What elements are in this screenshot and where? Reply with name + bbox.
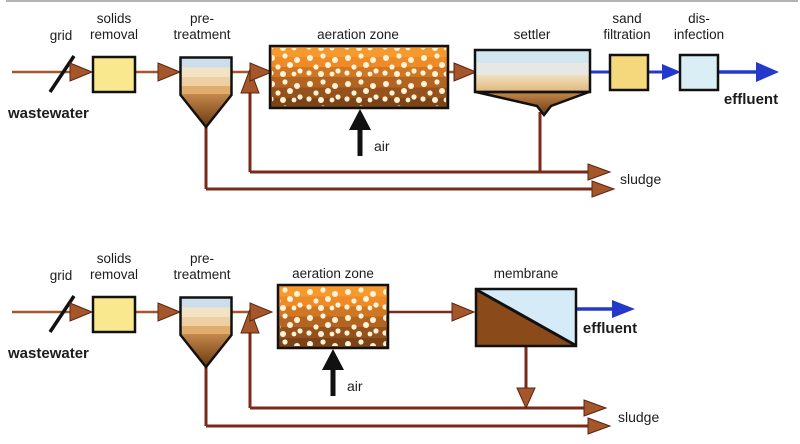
settler-tank [473,48,592,118]
pretreatment-label: treatment [173,267,230,282]
top-diagram: grid solids removal pre- treatment aerat… [7,11,779,198]
tank-layer [181,67,231,77]
effluent-label: effluent [724,91,778,108]
solids-removal-box [91,55,137,94]
membrane-outline [474,287,578,348]
tank-layer [476,51,589,63]
sand-filtration-label: sand [612,11,641,26]
grid-slash-symbol [48,55,76,93]
flow-arrowhead [249,62,274,82]
tank-layer [181,317,231,326]
sand-filtration-box [608,53,650,92]
flow-arrowhead [157,302,182,322]
tank-layer [181,307,231,317]
effluent-label: effluent [583,320,637,337]
tank-layer [181,326,231,335]
settler-label: settler [514,27,551,42]
flow-arrowhead [69,302,94,322]
flow-arrowhead [249,302,274,322]
pretreatment-label: pre- [190,251,214,266]
tank-layer [181,298,231,308]
pretreatment-label: treatment [173,27,230,42]
flow-arrowhead [453,62,478,82]
membrane-unit [474,287,578,348]
air-label: air [374,138,390,154]
sludge-label: sludge [620,171,661,187]
sludge-arrowhead [587,163,612,181]
bottom-diagram: grid solids removal pre- treatment aerat… [7,251,659,435]
aeration-bubbles [272,48,446,106]
wastewater-label: wastewater [7,105,89,122]
grid-label: grid [50,268,73,283]
aeration-tank [276,283,390,350]
flow-arrowhead [157,62,182,82]
membrane-diagonal [476,288,576,347]
pretreatment-tank [179,296,233,370]
disinfection-label: dis- [688,11,710,26]
sand-filtration-label: filtration [603,27,650,42]
membrane-label: membrane [494,266,559,281]
blue-arrowhead [662,64,681,80]
settler-funnel [475,90,590,118]
tank-layer [476,75,589,92]
sludge-label: sludge [618,409,659,425]
disinfection-label: infection [674,27,724,42]
aeration-zone-label: aeration zone [317,27,399,42]
tank-outline [473,48,592,94]
solids-removal-box [91,295,137,334]
pretreatment-tank [179,56,233,130]
tank-layer [181,58,231,68]
aeration-bubbles [280,287,386,346]
solids-removal-label: removal [90,27,138,42]
tank-outline [179,56,233,130]
air-arrowhead [349,109,371,130]
solids-removal-label: solids [97,251,132,266]
air-arrowhead [322,349,344,370]
aeration-zone-label: aeration zone [292,266,374,281]
tank-outline [179,296,233,370]
pretreatment-label: pre- [190,11,214,26]
flow-arrowhead [451,302,476,322]
effluent-arrowhead [612,300,635,318]
flow-arrowhead [69,62,94,82]
tank-funnel [181,334,231,366]
solids-removal-label: removal [90,267,138,282]
effluent-arrowhead [756,62,779,82]
sludge-arrowhead [587,417,612,435]
aeration-tank [268,44,450,110]
sludge-arrowhead [583,399,608,417]
disinfection-box [678,53,720,92]
solids-removal-label: solids [97,11,132,26]
tank-layer [476,63,589,75]
grid-slash-symbol [48,295,76,333]
tank-layer [181,86,231,95]
membrane-drain-arrowhead-down [516,387,536,410]
tank-funnel [181,94,231,126]
grid-label: grid [50,28,73,43]
sludge-arrowhead [591,180,616,198]
tank-layer [181,77,231,86]
wastewater-label: wastewater [7,345,89,362]
air-label: air [347,378,363,394]
